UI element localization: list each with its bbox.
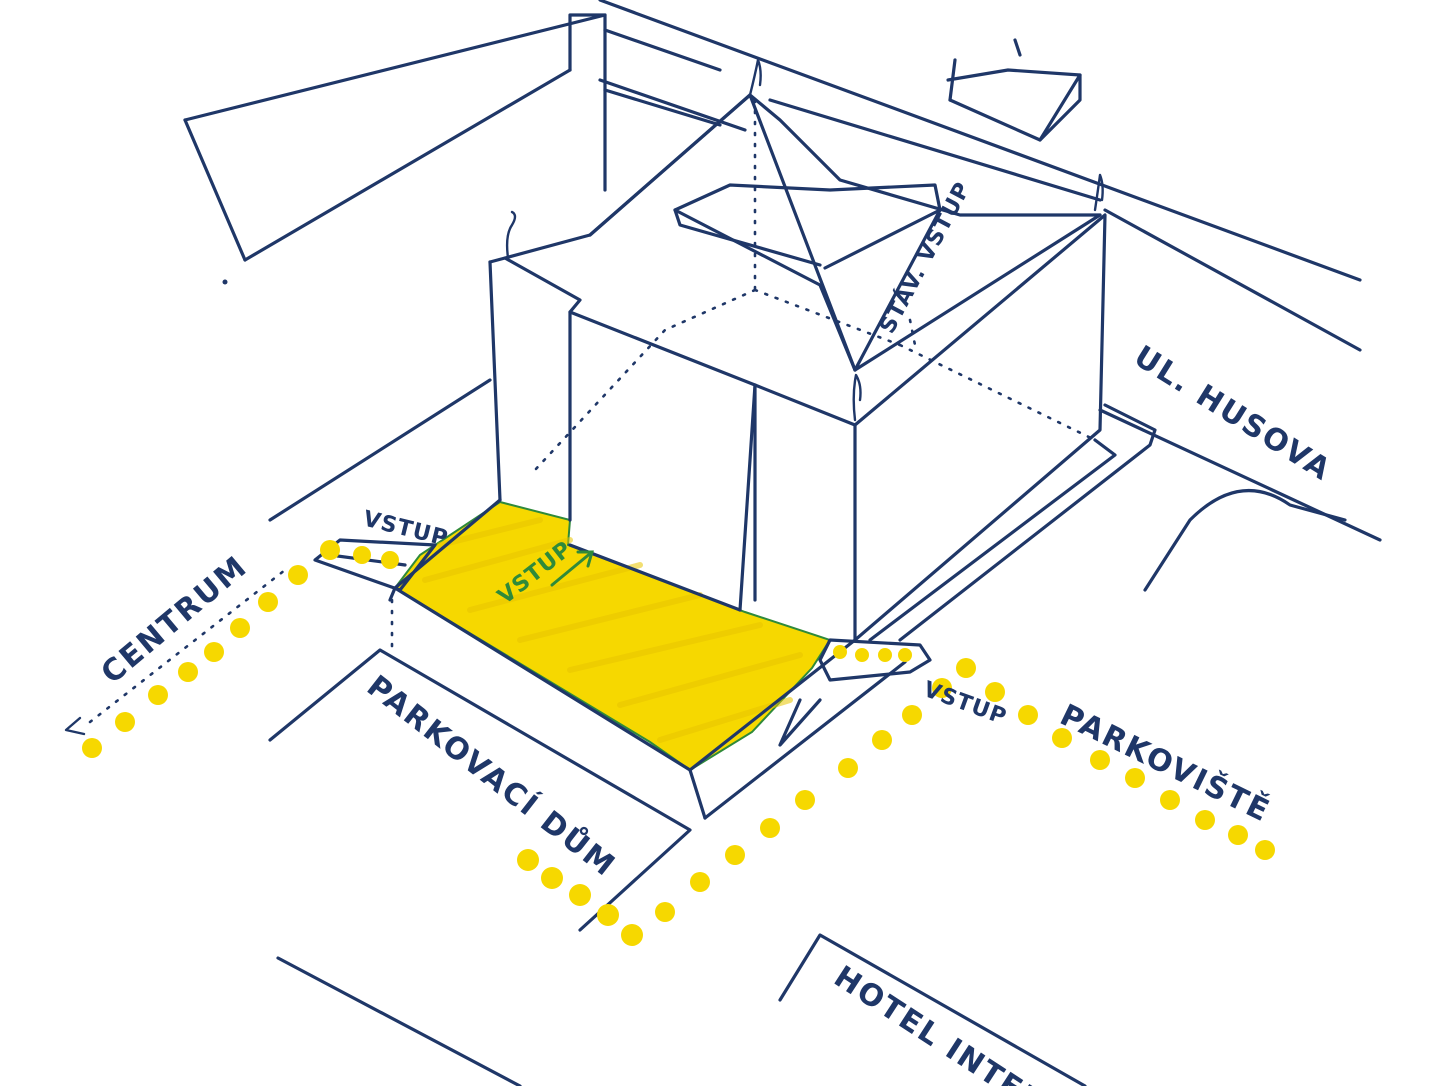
label-ul-husova: UL. HUSOVA	[1128, 339, 1338, 488]
label-stav-vstup: STÁV. VSTUP	[874, 177, 976, 337]
arrow-left-icon	[64, 568, 287, 736]
label-parkoviste: PARKOVIŠTĚ	[1054, 696, 1276, 830]
arrow-up-right-icon	[550, 550, 594, 587]
ground-outlines	[268, 498, 1087, 1086]
background-blocks	[183, 0, 1382, 642]
route-centrum	[82, 540, 399, 758]
statue-icon	[505, 58, 1104, 422]
forecourt-hatching	[422, 517, 803, 743]
main-building	[488, 58, 1107, 642]
label-hotel: HOTEL INTERI	[828, 959, 1062, 1086]
label-centrum: CENTRUM	[95, 549, 255, 691]
route-parkoviste	[517, 645, 1275, 946]
